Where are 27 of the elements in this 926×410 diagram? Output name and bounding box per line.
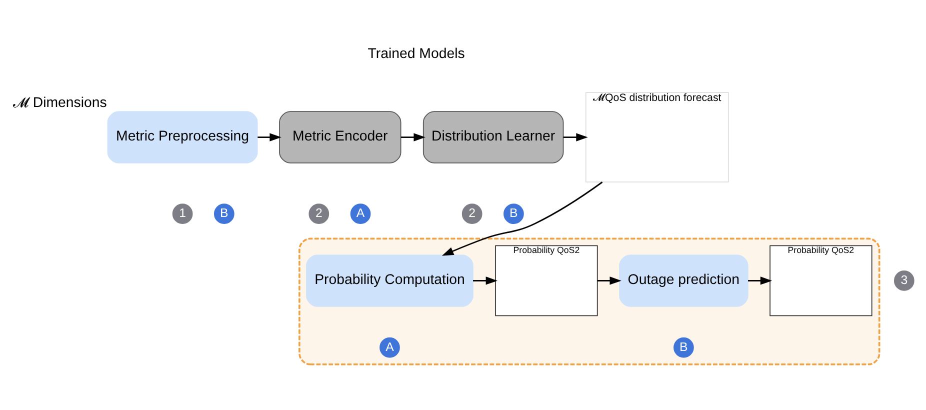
- node-box: Probability QoS2: [770, 245, 872, 316]
- node-box: Probability QoS2: [495, 245, 598, 316]
- node-circle: 2: [462, 204, 482, 224]
- node-box: Outage prediction: [619, 254, 748, 307]
- node-circle: A: [380, 337, 400, 358]
- node-box: Metric Encoder: [279, 111, 402, 164]
- arrow: [400, 133, 426, 142]
- node-circle: 1: [172, 204, 193, 224]
- cluster: [298, 238, 880, 366]
- node-circle: B: [214, 204, 234, 224]
- node-circle: 2: [308, 204, 330, 224]
- arrow: [563, 133, 588, 142]
- node-label: 𝓜 Dimensions: [12, 94, 107, 111]
- arrow: [258, 133, 282, 142]
- arrow: [442, 182, 603, 256]
- node-box: 𝓜QoS distribution forecast: [585, 92, 729, 182]
- arrow: [472, 276, 498, 285]
- node-circle: A: [350, 204, 371, 224]
- node-circle: B: [674, 337, 694, 358]
- node-circle: B: [504, 204, 524, 224]
- arrow: [597, 276, 622, 285]
- node-box: Distribution Learner: [422, 111, 564, 164]
- node-box: Metric Preprocessing: [107, 111, 258, 164]
- node-box: Probability Computation: [306, 254, 474, 307]
- label: Trained Models: [368, 46, 465, 62]
- arrow: [748, 276, 772, 285]
- node-circle: 3: [894, 270, 914, 291]
